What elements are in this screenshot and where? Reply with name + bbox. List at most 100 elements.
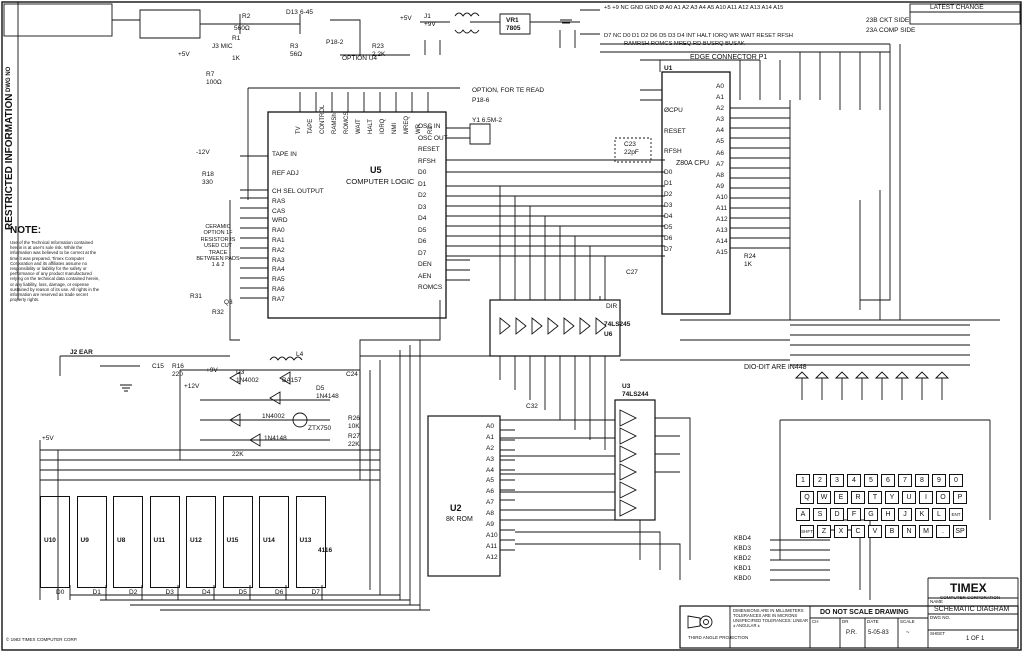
keyboard-key: T <box>868 491 882 504</box>
keyboard-key: I <box>919 491 933 504</box>
u2-name: U2 <box>450 503 462 513</box>
c23-value: 22pF <box>624 149 639 156</box>
keyboard-key: J <box>898 508 912 521</box>
u5-right-pin: DEN <box>418 261 432 268</box>
u1-left-pin: RESET <box>664 127 686 135</box>
q3-label: Q3 <box>224 299 233 306</box>
plus5v-ram: +5V <box>42 435 54 442</box>
u2-address-pin: A7 <box>486 499 494 507</box>
u1-right-pin: A4 <box>716 127 724 135</box>
tb-scale-label: SCALE <box>900 619 915 624</box>
u1-right-pin: A8 <box>716 171 724 179</box>
r32-label: R32 <box>212 309 224 316</box>
u5-right-pin: RFSH <box>418 157 436 165</box>
u2-address-pin: A5 <box>486 477 494 485</box>
d5-label: D5 <box>316 385 325 392</box>
tb-dr-label: DR <box>842 619 849 624</box>
r7-value: 100Ω <box>206 79 222 86</box>
u5-left-pin: RA1 <box>272 236 285 244</box>
u2-address-pin: A10 <box>486 531 498 539</box>
option-read-label: OPTION, FOR TE READ <box>472 87 545 94</box>
u5-left-pin: RAS <box>272 197 286 205</box>
r26-value: 10K <box>348 423 360 430</box>
u1-right-pin: A13 <box>716 227 728 235</box>
u1-left-pin: D7 <box>664 246 673 254</box>
keyboard-key: 3 <box>830 474 844 487</box>
u5-right-pin: D6 <box>418 238 427 245</box>
u2-address-pin: A12 <box>486 553 498 561</box>
u5-top-pin: NMI <box>392 123 398 134</box>
ram-chip <box>113 496 143 588</box>
u5-right-pin: D4 <box>418 215 427 222</box>
r27-value: 22K <box>348 441 360 448</box>
ram-data-line: D3 <box>165 589 174 596</box>
company-sub: COMPUTER CORPORATION <box>940 595 1001 600</box>
tb-title: SCHEMATIC DIAGRAM <box>934 606 1010 613</box>
keyboard-key: X <box>834 525 848 538</box>
ram-chip <box>259 496 289 588</box>
u5-right-pin: RESET <box>418 146 440 153</box>
keyboard-key: 6 <box>881 474 895 487</box>
company-name: TIMEX <box>950 581 987 595</box>
r2-value: 560Ω <box>234 25 250 32</box>
keyboard-key: K <box>915 508 929 521</box>
u5-right-pin: D2 <box>418 192 427 199</box>
u5-top-pin: TAPE <box>308 118 314 134</box>
u5-left-pin: RA7 <box>272 295 285 303</box>
tb-scale-value: ~ <box>906 630 910 636</box>
ram-chip-name: U10 <box>44 537 56 544</box>
tb-dimensions-note: DIMENSIONS ARE IN MILLIMETERS TOLERANCES… <box>733 608 809 628</box>
keyboard-key: ENT <box>949 508 963 521</box>
r26-label: R26 <box>348 415 360 422</box>
tb-dr-value: P.R. <box>846 630 857 636</box>
r18-label: R18 <box>202 171 214 178</box>
d5-value: 1N4148 <box>316 393 339 400</box>
p18-label: P18-2 <box>326 39 344 46</box>
u3-name: U3 <box>622 383 631 390</box>
ram-chip <box>295 496 326 588</box>
dwg-no-side-label: DWG NO <box>6 66 12 92</box>
plus5v-label-2: +5V <box>178 51 190 58</box>
ram-chip-name: U9 <box>80 537 89 544</box>
u1-left-pin: D5 <box>664 223 673 231</box>
u1-left-pin: RFSH <box>664 148 682 155</box>
u5-right-pin: ROMCS <box>418 284 443 291</box>
u5-left-pin: CAS <box>272 207 286 215</box>
u1-left-pin: D1 <box>664 179 673 187</box>
keyboard-key: 4 <box>847 474 861 487</box>
ram-data-line: D6 <box>275 589 284 596</box>
u5-right-pin: D5 <box>418 226 427 234</box>
j1-voltage: +9V <box>424 21 436 28</box>
r2-label: R2 <box>242 13 251 20</box>
plus12v-label: +12V <box>184 383 200 390</box>
edge-pins-row3: RAMRSH ROMCS MREQ RD BUSRQ BUSAK <box>624 41 745 47</box>
u2-address-pin: A9 <box>486 521 494 529</box>
d3-value: 1N4002 <box>236 377 259 384</box>
keyboard-key: . <box>936 525 950 538</box>
c15-label: C15 <box>152 363 164 370</box>
r27-label: R27 <box>348 433 360 440</box>
u5-left-pin: RA0 <box>272 227 285 235</box>
keyboard-key: N <box>902 525 916 538</box>
keyboard-key: P <box>953 491 967 504</box>
u5-top-pin: CONTROL <box>320 104 326 134</box>
note-text: Use of the Technical Information contain… <box>10 240 100 303</box>
r18-value: 330 <box>202 179 213 186</box>
q2-value: ZTX750 <box>308 425 332 432</box>
diode-array-label: DIO-DIT ARE IN448 <box>744 364 807 371</box>
ram-chip-name: U12 <box>190 537 202 544</box>
corner-copyright: © 1983 TIMEX COMPUTER CORP. <box>6 637 78 642</box>
r1-value: 1K <box>232 55 240 62</box>
tb-date-value: 5-05-83 <box>868 630 889 636</box>
kbd-row-label: KBD3 <box>734 545 751 552</box>
keyboard-key: 9 <box>932 474 946 487</box>
r3-label: R3 <box>290 43 299 50</box>
u2-address-pin: A0 <box>486 423 494 430</box>
r7-label: R7 <box>206 71 215 78</box>
u6-name: U6 <box>604 331 613 338</box>
u5-left-pin: TAPE IN <box>272 151 297 158</box>
keyboard-key: 7 <box>898 474 912 487</box>
u2-address-pin: A6 <box>486 488 494 496</box>
